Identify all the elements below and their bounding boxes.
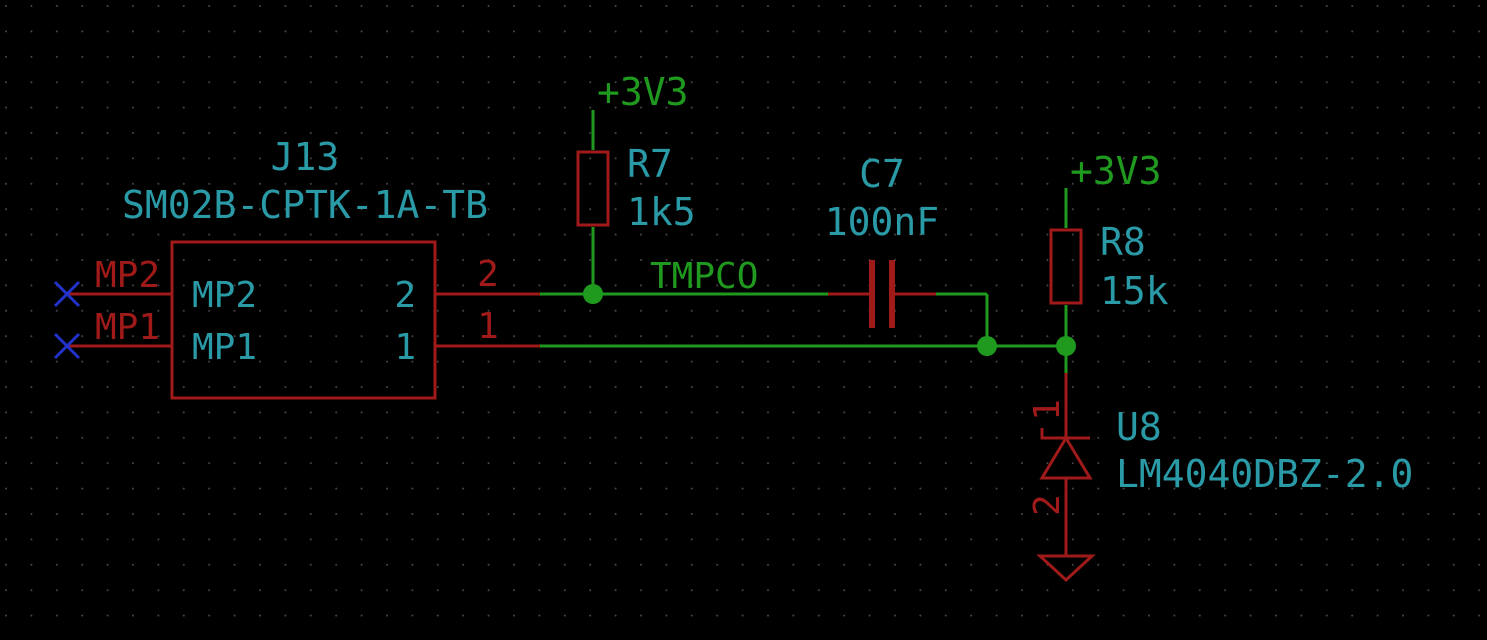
j13-pin-label-2: 2 — [394, 275, 416, 316]
r8-body[interactable] — [1049, 228, 1083, 305]
power-label-r8: +3V3 — [1070, 149, 1162, 193]
j13-ref: J13 — [271, 135, 340, 179]
ground-icon[interactable] — [1036, 554, 1096, 583]
j13-pin-name-mp2: MP2 — [192, 275, 257, 316]
r7-ref: R7 — [627, 142, 673, 186]
c7-ref: C7 — [859, 152, 905, 196]
net-label-tmpco[interactable]: TMPCO — [650, 256, 758, 297]
capacitor-c7[interactable]: C7 100nF — [825, 152, 939, 328]
reference-u8[interactable]: 1 2 U8 LM4040DBZ-2.0 — [1027, 373, 1413, 583]
power-symbol-r7[interactable]: +3V3 — [597, 70, 689, 114]
u8-cathode-bar — [1040, 428, 1090, 440]
c7-value: 100nF — [825, 200, 939, 244]
r7-body[interactable] — [576, 150, 610, 227]
power-symbol-r8[interactable]: +3V3 — [1070, 149, 1162, 193]
power-label-r7: +3V3 — [597, 70, 689, 114]
connector-j13[interactable]: J13 SM02B-CPTK-1A-TB MP2 MP1 2 1 2 1 MP2… — [67, 135, 540, 400]
j13-outer-label-mp1: MP1 — [95, 307, 160, 348]
j13-pin-number-2: 2 — [477, 254, 499, 295]
junction-r8[interactable] — [1056, 336, 1076, 356]
u8-ref: U8 — [1116, 405, 1162, 449]
no-connect-mp1-icon[interactable] — [53, 332, 81, 360]
r8-value: 15k — [1100, 269, 1169, 313]
u8-pin-number-1: 1 — [1027, 399, 1068, 421]
j13-pin-number-1: 1 — [477, 306, 499, 347]
j13-value: SM02B-CPTK-1A-TB — [122, 183, 488, 227]
u8-triangle — [1039, 435, 1093, 480]
r7-value: 1k5 — [627, 190, 696, 234]
r8-ref: R8 — [1100, 220, 1146, 264]
j13-outer-label-mp2: MP2 — [95, 255, 160, 296]
j13-body[interactable] — [170, 240, 437, 400]
resistor-r8[interactable]: R8 15k — [1049, 220, 1169, 313]
junction-c7[interactable] — [977, 336, 997, 356]
junction-r7[interactable] — [583, 284, 603, 304]
resistor-r7[interactable]: R7 1k5 — [576, 142, 696, 234]
j13-pin-label-1: 1 — [394, 327, 416, 368]
u8-value: LM4040DBZ-2.0 — [1116, 452, 1413, 496]
u8-pin-number-2: 2 — [1027, 494, 1068, 516]
j13-pin-name-mp1: MP1 — [192, 327, 257, 368]
no-connect-mp2-icon[interactable] — [53, 280, 81, 308]
